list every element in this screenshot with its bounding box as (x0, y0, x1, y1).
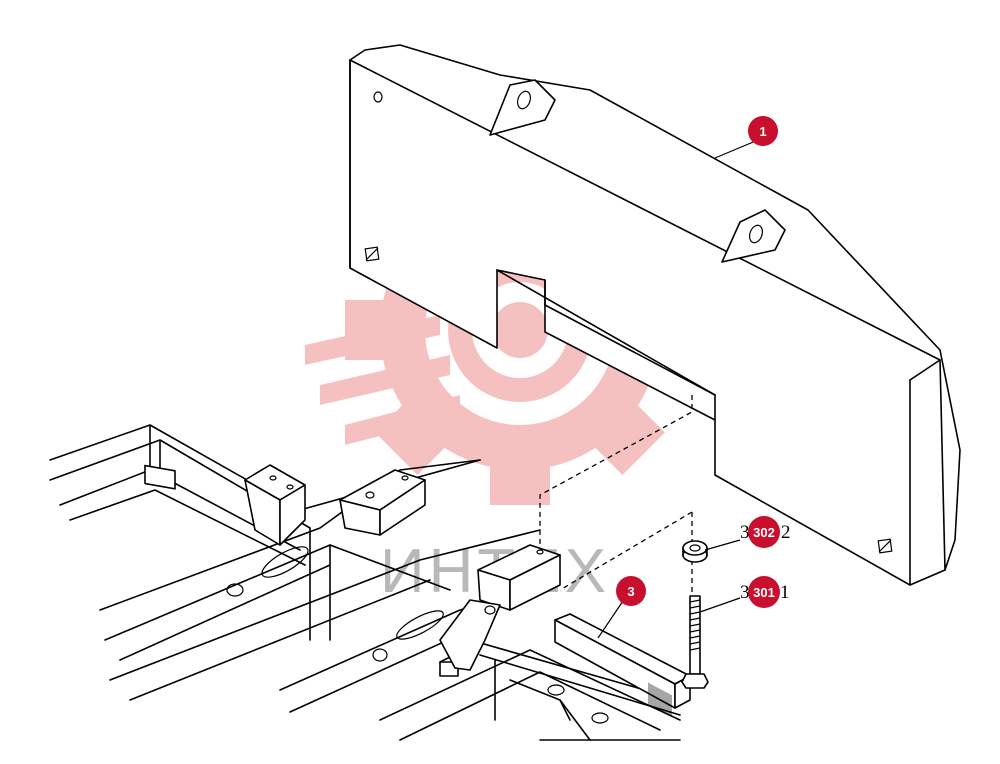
mounting-blocks (244, 464, 561, 671)
counterweight-part-1[interactable] (349, 44, 961, 586)
assembly-guide-lines (539, 395, 693, 600)
bolt-part-301[interactable] (681, 595, 709, 689)
machine-frame (49, 424, 681, 741)
part-301-suffix: 1 (780, 582, 790, 603)
part-302-suffix: 2 (781, 522, 791, 543)
callout-part-1-label: 1 (759, 124, 766, 139)
callout-part-301-label: 301 (753, 585, 775, 600)
callout-part-3[interactable]: 3 (616, 576, 646, 606)
leader-lines (597, 139, 759, 639)
callout-part-301[interactable]: 3 1 301 (740, 576, 790, 608)
callout-part-302[interactable]: 3 2 302 (740, 516, 791, 548)
callout-part-1[interactable]: 1 (748, 116, 778, 146)
callout-part-3-label: 3 (627, 584, 634, 599)
part-301-prefix: 3 (740, 582, 750, 603)
washer-part-302[interactable] (682, 540, 708, 563)
callout-part-302-label: 302 (753, 525, 775, 540)
part-302-prefix: 3 (740, 522, 750, 543)
strip-part-3[interactable] (554, 613, 691, 718)
